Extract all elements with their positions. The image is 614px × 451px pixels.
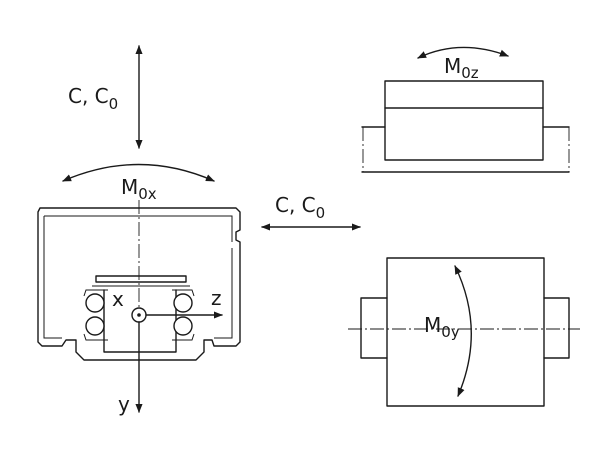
vertical-load-label: C, C0 — [68, 84, 118, 113]
axis-x-label: x — [112, 287, 124, 311]
bottom-view-block — [348, 257, 580, 407]
axis-y-label: y — [118, 392, 130, 416]
moment-z-arrow — [417, 46, 509, 59]
moment-y-arrow — [454, 265, 472, 397]
horizontal-load-label: C, C0 — [275, 193, 325, 222]
moment-x-label: M0x — [121, 175, 157, 203]
moment-y-label: M0y — [424, 313, 460, 341]
axis-z-label: z — [211, 286, 222, 310]
moment-x-arrow — [62, 163, 215, 182]
carriage-cross-section — [37, 200, 241, 372]
moment-z-label: M0z — [444, 54, 479, 82]
top-view-block — [361, 80, 570, 173]
